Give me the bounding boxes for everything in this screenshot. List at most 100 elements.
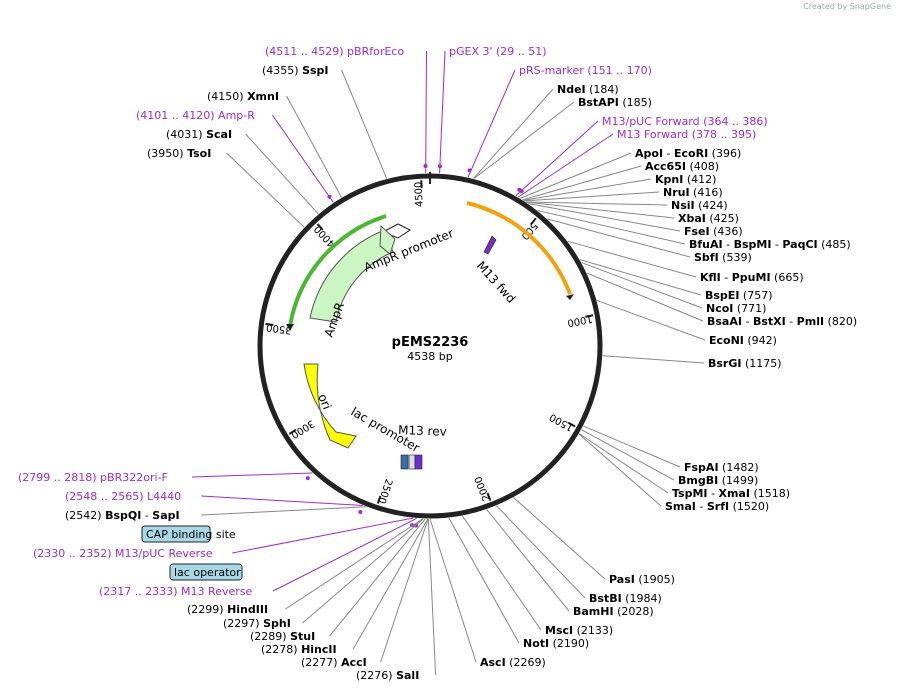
site-label-stui: (2289) StuI bbox=[250, 630, 315, 643]
plasmid-name: pEMS2236 bbox=[392, 335, 469, 350]
site-label-part: (1499) bbox=[718, 474, 758, 487]
leader-line bbox=[517, 133, 614, 198]
site-label-part: EcoNI bbox=[709, 334, 744, 347]
leader-line bbox=[578, 433, 669, 494]
tick-mark bbox=[486, 492, 492, 501]
site-label-scai: (4031) ScaI bbox=[166, 128, 232, 141]
site-label-part: NsiI bbox=[671, 199, 695, 212]
leader-line bbox=[547, 218, 691, 258]
site-label-part: (771) bbox=[733, 302, 766, 315]
site-label-econi: EcoNI (942) bbox=[709, 334, 777, 347]
site-label-part: (4511 .. 4529) pBRforEco bbox=[265, 45, 404, 58]
m13-fwd-label: M13 fwd bbox=[474, 259, 518, 306]
site-label-m13f: M13 Forward (378 .. 395) bbox=[617, 128, 756, 141]
site-label-sspi: (4355) SspI bbox=[262, 64, 329, 77]
site-label-kfli: KflI - PpuMI (665) bbox=[700, 271, 804, 284]
leader-line bbox=[523, 178, 652, 201]
site-label-part: (2317 .. 2333) M13 Reverse bbox=[99, 585, 252, 598]
site-label-kpni: KpnI (412) bbox=[655, 173, 716, 186]
site-label-part: ScaI bbox=[206, 128, 232, 141]
site-label-part: MscI bbox=[545, 624, 573, 637]
tick-mark bbox=[316, 223, 324, 231]
site-label-part: - bbox=[771, 238, 782, 251]
leader-line bbox=[578, 433, 662, 507]
site-label-part: (364 .. 386) bbox=[700, 115, 768, 128]
site-label-part: (2278) bbox=[261, 643, 301, 656]
site-label-part: - bbox=[708, 487, 719, 500]
site-label-part: BspQI bbox=[105, 509, 141, 522]
site-label-part: - bbox=[742, 315, 753, 328]
site-label-part: (2277) bbox=[301, 656, 341, 669]
site-label-part: - bbox=[141, 509, 152, 522]
site-label-part: - bbox=[723, 238, 734, 251]
site-label-part: BstBI bbox=[589, 592, 622, 605]
site-label-smai: SmaI - SrfI (1520) bbox=[665, 500, 769, 513]
site-label-part: (4031) bbox=[166, 128, 206, 141]
site-label-part: BfuAI bbox=[689, 238, 723, 251]
leader-line bbox=[525, 201, 668, 206]
site-label-bsaai: BsaAI - BstXI - PmlI (820) bbox=[707, 315, 857, 328]
leader-line bbox=[226, 152, 305, 228]
site-label-part: StuI bbox=[290, 630, 315, 643]
primer-site-mark bbox=[467, 168, 472, 173]
ampr-head bbox=[379, 224, 396, 255]
leader-line bbox=[525, 201, 675, 219]
m13-rev-block bbox=[414, 454, 423, 470]
leader-line bbox=[473, 101, 575, 180]
leader-line bbox=[579, 259, 702, 296]
site-label-part: (378 .. 395) bbox=[688, 128, 756, 141]
site-label-part: (2542) bbox=[65, 509, 105, 522]
primer-site-mark bbox=[305, 476, 310, 481]
site-label-part: (1482) bbox=[719, 461, 759, 474]
site-label-bfuai: BfuAI - BspMI - PaqCI (485) bbox=[689, 238, 851, 251]
site-label-part: FseI bbox=[684, 225, 710, 238]
site-label-ndei: NdeI (184) bbox=[557, 83, 619, 96]
site-label-sphi: (2297) SphI bbox=[223, 617, 291, 630]
site-label-part: NdeI bbox=[557, 83, 586, 96]
site-label-part: (757) bbox=[739, 289, 772, 302]
site-label-part: SphI bbox=[263, 617, 291, 630]
site-label-part: BmgBI bbox=[678, 474, 718, 487]
orange-feature-arrowhead bbox=[566, 294, 574, 300]
site-label-part: (2297) bbox=[223, 617, 263, 630]
leader-line bbox=[448, 517, 520, 644]
leader-line bbox=[201, 495, 364, 507]
lac-operator-box bbox=[169, 563, 243, 581]
cap-binding-site-label: CAP binding site bbox=[146, 528, 236, 541]
site-label-part: AccI bbox=[341, 656, 367, 669]
site-label-part: (2299) bbox=[187, 603, 227, 616]
site-label-part: Acc65I bbox=[645, 160, 686, 173]
site-label-part: BamHI bbox=[573, 605, 614, 618]
leader-line bbox=[425, 50, 427, 174]
site-label-l4440: (2548 .. 2565) L4440 bbox=[65, 490, 181, 503]
site-label-part: HindIII bbox=[227, 603, 268, 616]
site-label-part: (2799 .. 2818) pBR322ori-F bbox=[18, 471, 168, 484]
leader-line bbox=[461, 515, 542, 631]
leader-line bbox=[583, 425, 681, 468]
leader-line bbox=[496, 505, 586, 599]
site-label-part: (412) bbox=[683, 173, 716, 186]
site-label-pgex3: pGEX 3' (29 .. 51) bbox=[449, 45, 547, 58]
green-feature-arrowhead bbox=[286, 324, 294, 331]
tick-mark bbox=[585, 314, 594, 318]
leader-line bbox=[581, 429, 675, 481]
leader-line bbox=[286, 95, 342, 198]
site-label-part: (184) bbox=[586, 83, 619, 96]
site-label-part: (4101 .. 4120) Amp-R bbox=[136, 109, 255, 122]
leader-line bbox=[581, 262, 703, 309]
site-label-pasi: PasI (1905) bbox=[609, 573, 675, 586]
site-label-ncoi: NcoI (771) bbox=[706, 302, 766, 315]
leader-line bbox=[522, 165, 642, 201]
site-label-part: (4150) bbox=[207, 90, 247, 103]
leader-line bbox=[329, 518, 426, 637]
leader-line bbox=[380, 518, 429, 663]
site-label-part: pRS-marker bbox=[519, 64, 584, 77]
cap-binding-site-box bbox=[141, 525, 211, 543]
site-label-bspqi: (2542) BspQI - SapI bbox=[65, 509, 180, 522]
site-label-bspei: BspEI (757) bbox=[705, 289, 773, 302]
site-label-bmgbi: BmgBI (1499) bbox=[678, 474, 758, 487]
leader-line bbox=[341, 69, 388, 179]
leader-line bbox=[537, 210, 686, 245]
site-label-part: (2289) bbox=[250, 630, 290, 643]
